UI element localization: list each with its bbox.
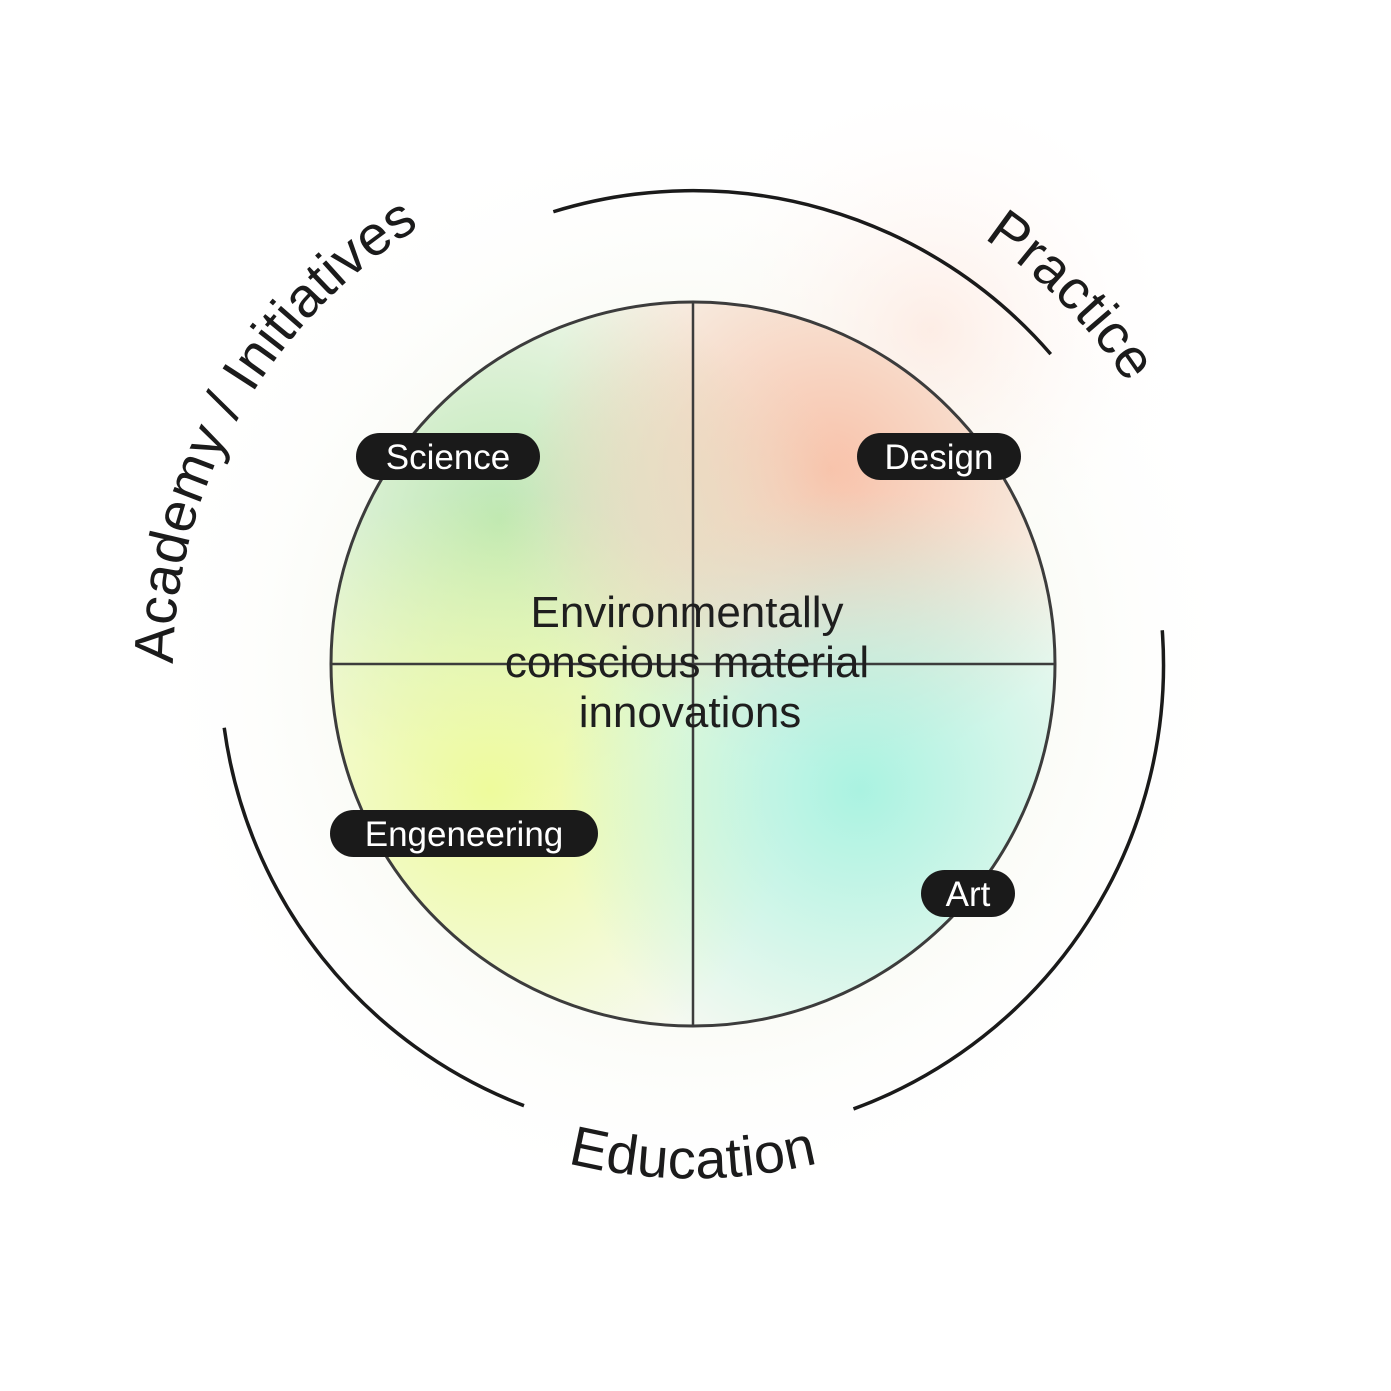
center-line-3: innovations	[579, 688, 802, 737]
pill-science-label: Science	[386, 438, 511, 477]
pill-art-label: Art	[946, 875, 991, 914]
pill-science-bg	[356, 433, 540, 480]
outer-ring-arc-top	[552, 188, 1053, 356]
pill-engineering-label: Engeneering	[365, 815, 564, 854]
inner-circle	[329, 300, 1057, 1028]
pill-design-label: Design	[885, 438, 994, 477]
pill-engineering-bg	[330, 810, 598, 857]
outer-ring	[222, 188, 1166, 1111]
center-text: Environmentally conscious material innov…	[505, 588, 869, 737]
outer-ring-arc-right	[852, 630, 1166, 1111]
pill-art-bg	[921, 870, 1015, 917]
pill-engineering: Engeneering	[330, 810, 598, 857]
pill-design: Design	[857, 433, 1021, 480]
outer-ring-arc-bottom-left	[222, 727, 525, 1108]
pill-science: Science	[356, 433, 540, 480]
center-line-2: conscious material	[505, 638, 869, 687]
pill-art: Art	[921, 870, 1015, 917]
center-line-1: Environmentally	[530, 588, 843, 637]
pill-design-bg	[857, 433, 1021, 480]
